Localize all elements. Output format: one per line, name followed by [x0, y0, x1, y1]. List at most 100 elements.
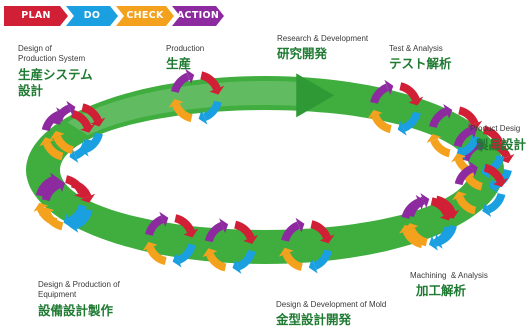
legend-action-arrow: [172, 6, 224, 26]
label-machining-analysis-en: Machining & Analysis: [410, 271, 488, 280]
pdca-cycle-4-action-arrow-shaft: [170, 72, 190, 94]
pdca-cycle-top-2: [451, 123, 507, 179]
pdca-cycle-1-action-arrow-head: [159, 211, 169, 227]
pdca-cycle-top-4-check-arrow-shaft: [402, 229, 424, 249]
pdca-cycle-top-1-action-arrow-head: [443, 104, 453, 119]
pdca-cycle-7-action-arrow-head: [420, 193, 430, 208]
pdca-cycle-10-action-arrow-head: [66, 100, 76, 116]
pdca-cycle-top-2-action-arrow-shaft: [453, 126, 473, 148]
legend-plan: PLAN: [4, 6, 68, 26]
pdca-cycle-top-2-check-arrow-head: [451, 153, 467, 163]
pdca-cycle-5-plan-arrow-shaft: [399, 82, 420, 102]
pdca-cycle-9-do-arrow-head: [63, 213, 73, 229]
pdca-cycle-top-1-plan-arrow-shaft: [458, 106, 479, 126]
pdca-cycle-top-4-do-arrow-shaft: [433, 226, 453, 247]
pdca-cycle-9: [33, 172, 90, 229]
pdca-cycle-5-do-arrow-head: [397, 120, 407, 136]
label-test-analysis-ja: テスト解析: [389, 56, 452, 71]
pdca-cycle-9-do-arrow-shaft: [67, 204, 87, 225]
pdca-cycle-top-5-action-arrow-head: [295, 217, 305, 233]
pdca-cycle-top-2-plan-arrow-shaft: [482, 125, 504, 145]
legend-action-label: ACTION: [176, 10, 220, 21]
pdca-cycle-top-4-action-arrow-head: [415, 194, 425, 210]
legend-check-label: CHECK: [126, 10, 164, 21]
pdca-cycle-1-do-arrow-head: [172, 252, 182, 268]
pdca-cycle-9-plan-arrow-shaft: [64, 175, 86, 195]
label-mold-en: Design & Development of Mold: [276, 300, 387, 309]
pdca-cycle-5-action-arrow-shaft: [370, 83, 390, 105]
pdca-cycle-top-3-check-arrow-head: [452, 191, 467, 201]
pdca-cycle-3-plan-arrow-head: [80, 123, 96, 133]
label-machining-analysis-ja: 加工解析: [416, 283, 467, 298]
legend-action: ACTION: [172, 6, 224, 26]
label-equipment-en: Design & Production of Equipment: [38, 280, 120, 299]
pdca-cycle-top-5-do-arrow-head: [308, 258, 318, 274]
label-product-design: Product Desig 製品設計: [470, 124, 526, 153]
pdca-cycle-top-4-plan-arrow-shaft: [430, 197, 452, 217]
legend-do: DO: [66, 6, 118, 26]
pdca-cycle-9-action-arrow-head: [50, 172, 60, 188]
label-product-design-en: Product Desig: [470, 124, 521, 133]
pdca-cycle-3-plan-arrow-shaft: [70, 109, 92, 129]
pdca-cycle-1-do-arrow-shaft: [176, 243, 196, 264]
pdca-cycle-10-action-arrow-shaft: [52, 104, 72, 126]
label-production-en: Production: [166, 44, 205, 53]
pdca-cycle-4: [168, 68, 225, 125]
pdca-cycle-1-check-arrow-shaft: [146, 246, 167, 266]
pdca-cycle-top-2-plan-arrow-head: [492, 140, 507, 149]
pdca-cycle-top-3: [452, 161, 508, 217]
legend-do-label: DO: [83, 10, 101, 21]
legend-check-arrow: [116, 6, 174, 26]
label-research-development-en: Research & Development: [277, 34, 369, 43]
pdca-cycle-top-3-do-arrow-head: [482, 202, 492, 217]
label-research-development-ja: 研究開発: [277, 46, 328, 61]
pdca-cycle-4-check-arrow-head: [168, 99, 184, 108]
pdca-cycle-4-do-arrow-head: [198, 109, 208, 125]
pdca-cycle-4-do-arrow-shaft: [202, 100, 222, 121]
pdca-cycle-9-check-arrow-head: [33, 202, 49, 212]
pdca-cycle-7-check-arrow-shaft: [407, 227, 428, 247]
pdca-cycle-top-5-check-arrow-head: [278, 247, 294, 257]
pdca-cycle-2-action-arrow-shaft: [41, 180, 61, 202]
pdca-cycle-top-5: [278, 217, 335, 274]
pdca-cycle-top-5-check-arrow-shaft: [282, 252, 303, 272]
pdca-cycle-10-plan-arrow-shaft: [81, 103, 102, 123]
pdca-cycle-top-3-plan-arrow-shaft: [483, 163, 505, 183]
pdca-cycle-10-check-arrow-shaft: [53, 135, 74, 155]
pdca-cycle-3-check-arrow-shaft: [43, 141, 64, 161]
pdca-cycle-5-do-arrow-shaft: [401, 111, 421, 132]
pdca-cycle-top-4-plan-arrow-head: [439, 211, 455, 221]
label-design-production-system: Design of Production System 生産システム 設計: [18, 44, 93, 99]
pdca-cycle-1: [142, 211, 199, 268]
pdca-cycle-top-4: [399, 194, 455, 251]
pdca-cycle-5-plan-arrow-head: [408, 96, 424, 106]
pdca-cycle-4-action-arrow-head: [185, 68, 195, 84]
pdca-cycle-top-5-plan-arrow-shaft: [310, 220, 331, 240]
pdca-cycle-2-plan-arrow-head: [80, 193, 96, 203]
pdca-cycle-6-plan-arrow-head: [499, 154, 515, 163]
pdca-cycle-5: [367, 79, 424, 136]
pdca-cycle-8-do-arrow-head: [232, 259, 242, 274]
pdca-cycle-top-5-action-arrow-shaft: [281, 221, 301, 242]
pdca-cycle-10-check-arrow-head: [49, 130, 65, 140]
pdca-cycle-top-3-check-arrow-shaft: [455, 195, 477, 215]
pdca-cycle-top-5-do-arrow-shaft: [313, 249, 333, 270]
label-mold: Design & Development of Mold 金型設計開発: [276, 300, 386, 328]
pdca-cycle-8-check-arrow-shaft: [206, 252, 227, 272]
pdca-cycle-1-plan-arrow-shaft: [174, 214, 195, 234]
pdca-cycle-8-plan-arrow-shaft: [233, 220, 255, 240]
ring-arrowhead: [296, 73, 335, 118]
legend-plan-arrow: [4, 6, 68, 26]
pdca-cycle-top-3-plan-arrow-head: [493, 178, 508, 187]
label-design-production-system-ja: 生産システム 設計: [18, 67, 93, 98]
legend-check: CHECK: [116, 6, 174, 26]
label-equipment: Design & Production of Equipment 設備設計製作: [38, 280, 120, 319]
pdca-cycle-1-check-arrow-head: [142, 241, 158, 251]
pdca-cycle-top-3-action-arrow-shaft: [454, 164, 474, 186]
label-mold-ja: 金型設計開発: [276, 312, 352, 327]
pdca-cycle-4-plan-arrow-head: [209, 85, 225, 95]
pdca-cycle-10-plan-arrow-head: [90, 117, 106, 127]
label-design-production-system-en: Design of Production System: [18, 44, 86, 63]
